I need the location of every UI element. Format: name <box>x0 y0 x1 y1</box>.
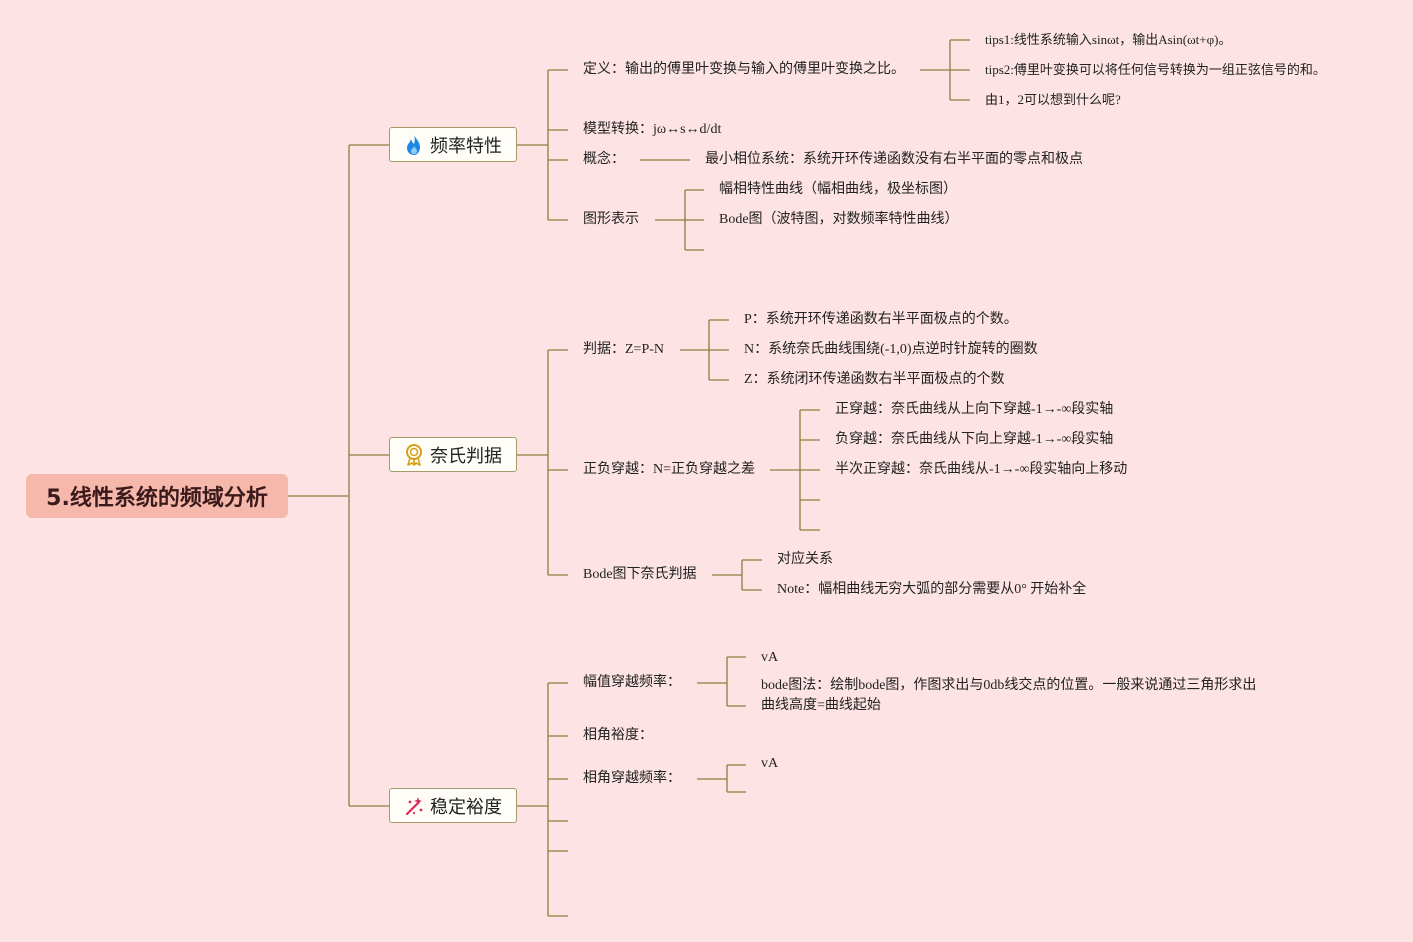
min-phase-node[interactable]: 最小相位系统：系统开环传递函数没有右半平面的零点和极点 <box>705 152 1083 167</box>
tips1-node[interactable]: tips1:线性系统输入sinωt，输出Asin(ωt+φ)。 <box>985 32 1232 47</box>
p-definition-node[interactable]: P：系统开环传递函数右半平面极点的个数。 <box>744 312 1018 327</box>
branch-label: 稳定裕度 <box>430 796 502 818</box>
gain-crossover-node[interactable]: 幅值穿越频率： <box>583 675 681 690</box>
model-conversion-node[interactable]: 模型转换：jω↔s↔d/dt <box>583 122 722 137</box>
graph-representation-node[interactable]: 图形表示 <box>583 212 639 227</box>
bode-method-node-line1[interactable]: bode图法：绘制bode图，作图求出与0db线交点的位置。一般来说通过三角形求… <box>761 678 1257 693</box>
bode-plot-node[interactable]: Bode图（波特图，对数频率特性曲线） <box>719 212 959 227</box>
tips2-node[interactable]: tips2:傅里叶变换可以将任何信号转换为一组正弦信号的和。 <box>985 62 1326 77</box>
z-definition-node[interactable]: Z：系统闭环传递函数右半平面极点的个数 <box>744 372 1005 387</box>
n-definition-node[interactable]: N：系统奈氏曲线围绕(-1,0)点逆时针旋转的圈数 <box>744 342 1038 357</box>
branch-frequency-characteristics[interactable]: 频率特性 <box>389 127 517 162</box>
half-crossing-node[interactable]: 半次正穿越：奈氏曲线从-1→-∞段实轴向上移动 <box>835 462 1128 477</box>
flame-icon <box>407 134 420 155</box>
note-node[interactable]: Note：幅相曲线无穷大弧的部分需要从0° 开始补全 <box>777 582 1087 597</box>
correspondence-node[interactable]: 对应关系 <box>777 552 833 567</box>
criterion-node[interactable]: 判据：Z=P-N <box>583 342 665 357</box>
negative-crossing-node[interactable]: 负穿越：奈氏曲线从下向上穿越-1→-∞段实轴 <box>835 432 1114 447</box>
positive-crossing-node[interactable]: 正穿越：奈氏曲线从上向下穿越-1→-∞段实轴 <box>835 402 1114 417</box>
tips3-node[interactable]: 由1，2可以想到什么呢? <box>985 92 1121 107</box>
polar-plot-node[interactable]: 幅相特性曲线（幅相曲线，极坐标图） <box>719 182 957 197</box>
crossing-node[interactable]: 正负穿越：N=正负穿越之差 <box>583 462 756 477</box>
definition-node[interactable]: 定义：输出的傅里叶变换与输入的傅里叶变换之比。 <box>583 62 905 77</box>
concept-node[interactable]: 概念： <box>583 152 625 167</box>
root-title: 5.线性系统的频域分析 <box>46 486 268 511</box>
phase-crossover-node[interactable]: 相角穿越频率： <box>583 771 681 786</box>
va-node-2[interactable]: vA <box>761 756 779 771</box>
branch-label: 频率特性 <box>430 135 502 157</box>
bode-method-node-line2[interactable]: 曲线高度=曲线起始 <box>761 698 881 713</box>
va-node-1[interactable]: vA <box>761 650 779 665</box>
branch-nyquist-criterion[interactable]: 奈氏判据 <box>389 437 517 472</box>
phase-margin-node[interactable]: 相角裕度： <box>583 728 653 743</box>
sparkle-icon <box>405 796 423 815</box>
branch-label: 奈氏判据 <box>430 445 502 467</box>
root-topic[interactable]: 5.线性系统的频域分析 <box>26 474 288 518</box>
branch-stability-margin[interactable]: 稳定裕度 <box>389 788 517 823</box>
award-icon <box>406 443 422 466</box>
bode-nyquist-node[interactable]: Bode图下奈氏判据 <box>583 567 697 582</box>
